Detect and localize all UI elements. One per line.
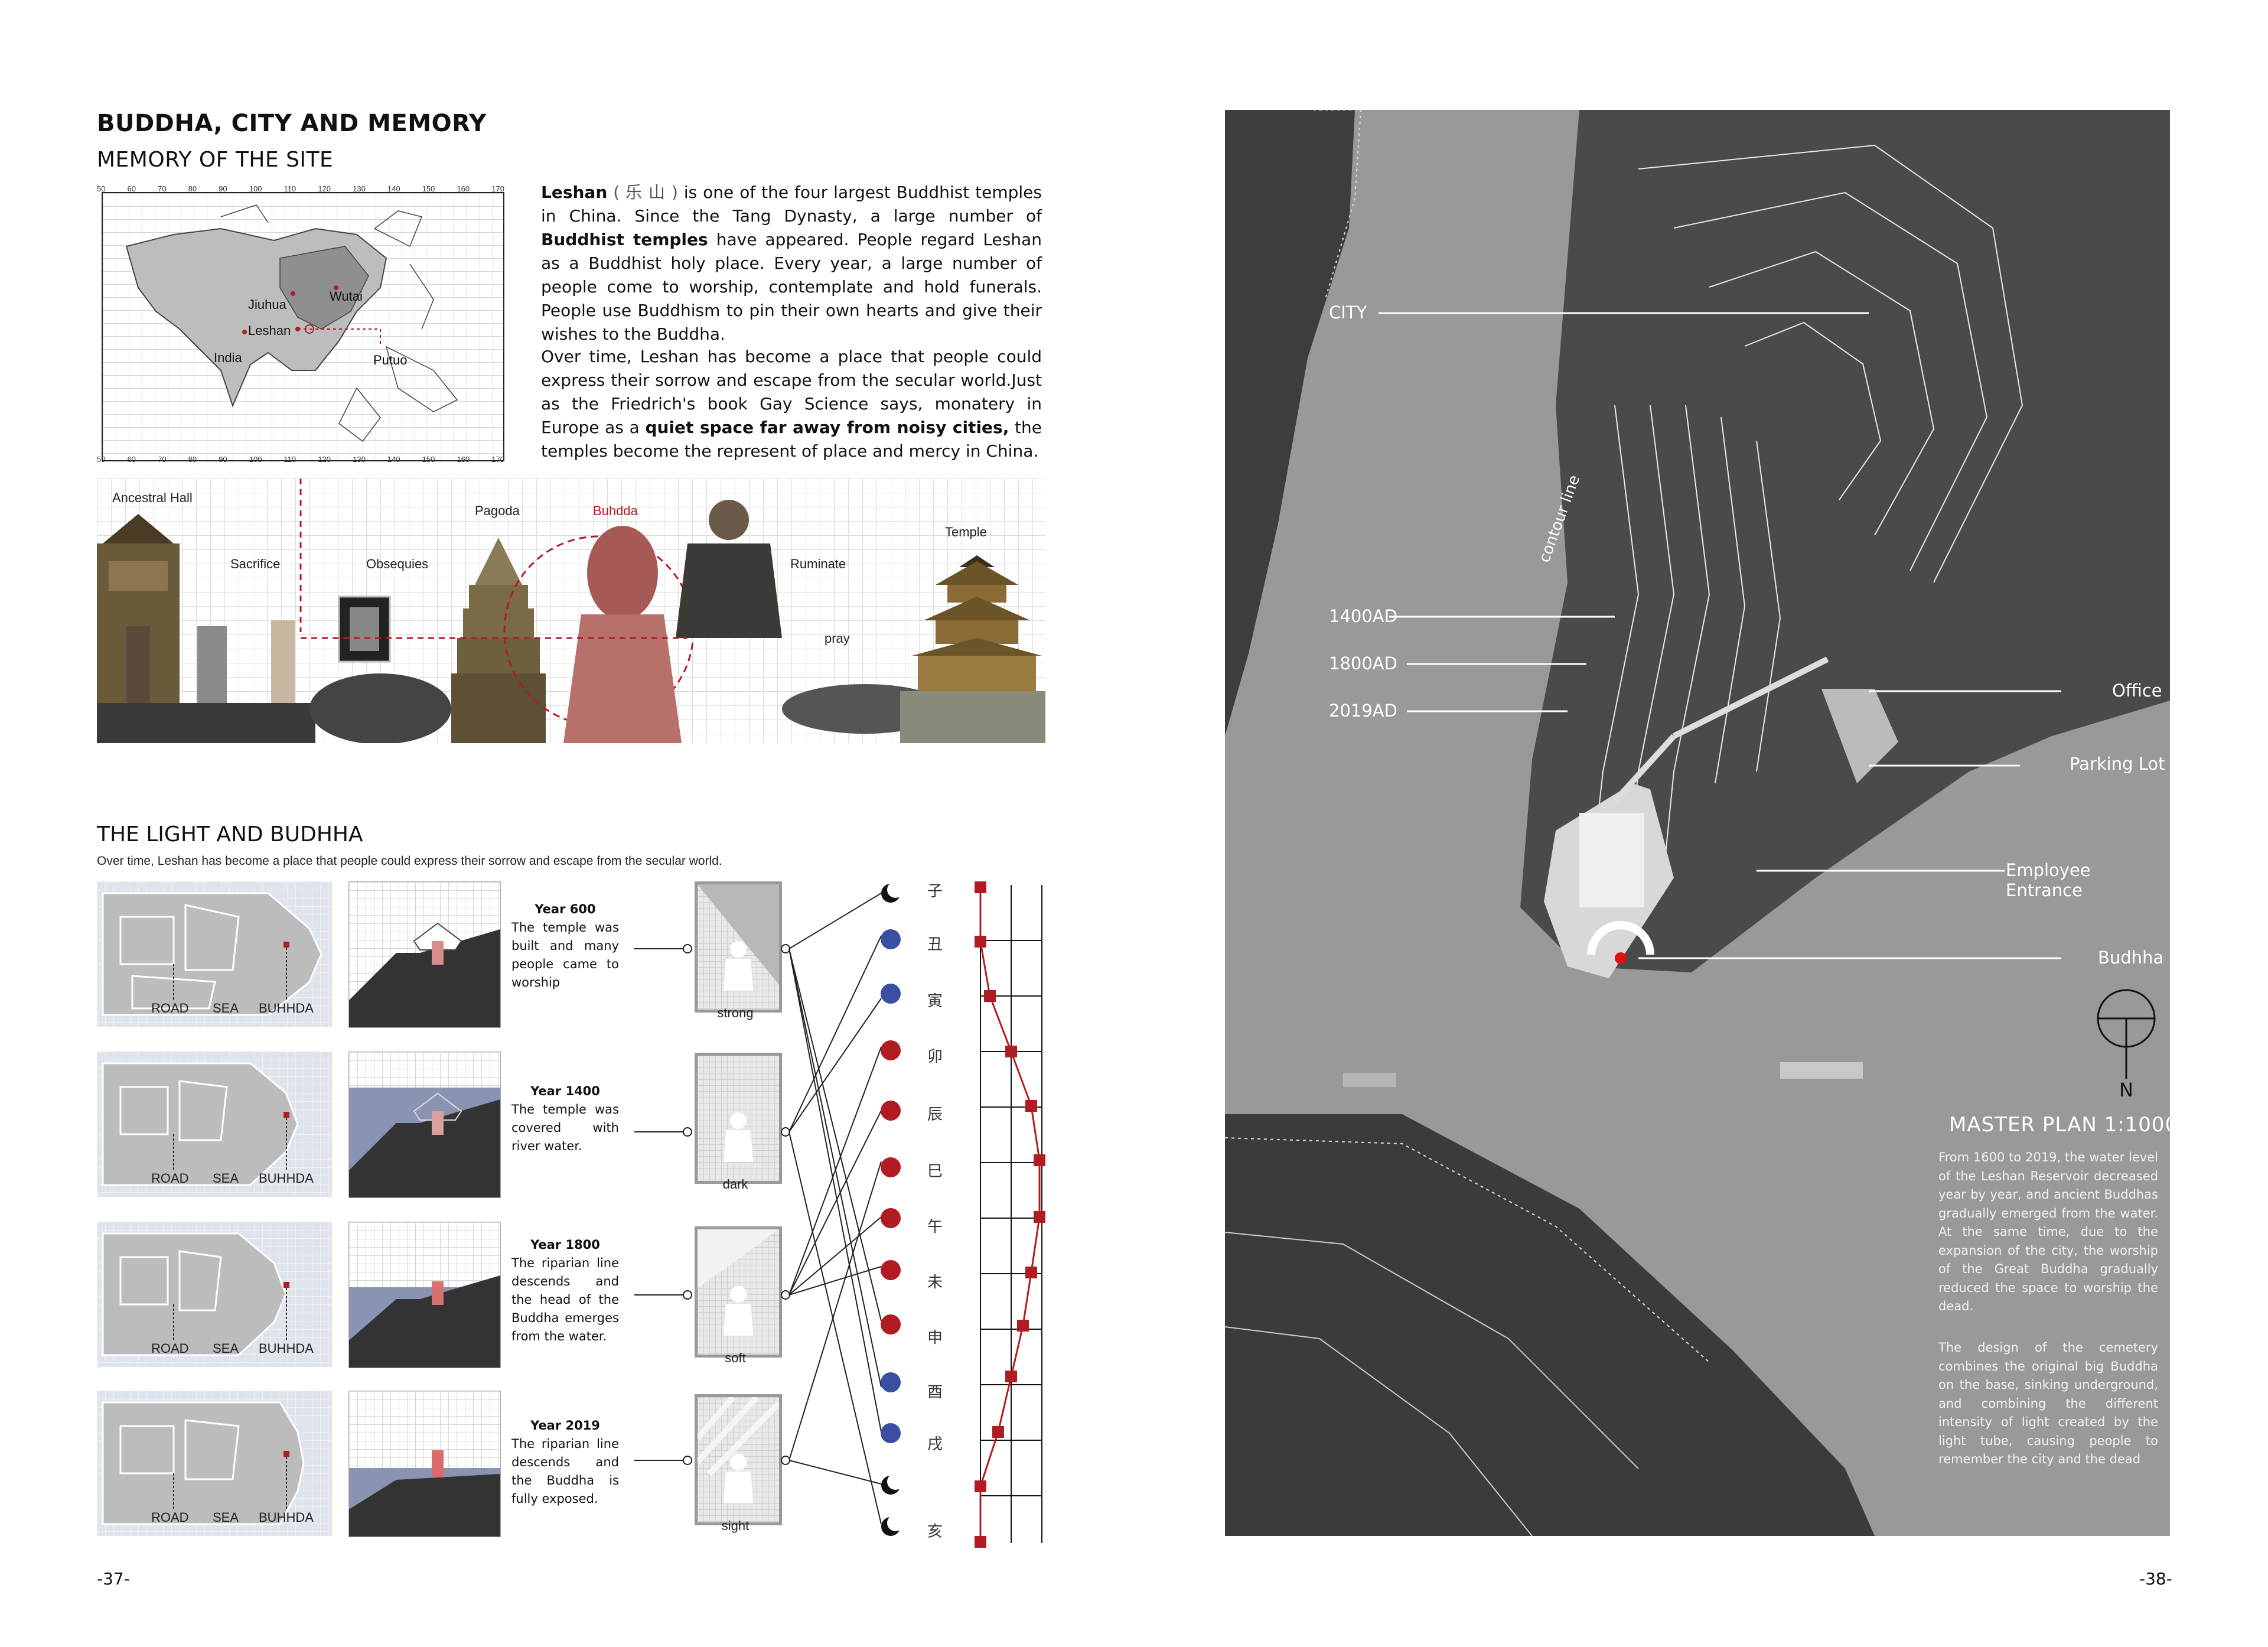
light-box-strong — [695, 881, 782, 1013]
light-section-title: THE LIGHT AND BUDHHA — [97, 822, 363, 847]
map-label-putuo: Putuo — [373, 353, 408, 367]
light-label-dark: dark — [722, 1177, 748, 1192]
asia-map: Jiuhua Wutai Leshan India Putuo — [102, 192, 504, 461]
hour-label-wu: 午 — [927, 1218, 943, 1236]
label-1800ad: 1800AD — [1329, 653, 1397, 673]
light-label-soft: soft — [725, 1350, 746, 1365]
hour-label-si: 巳 — [927, 1163, 943, 1180]
section-diagram-600 — [348, 881, 501, 1028]
label-parking-lot: Parking Lot — [2070, 754, 2165, 774]
master-plan-paragraph-1: From 1600 to 2019, the water level of th… — [1938, 1150, 2158, 1313]
hour-label-you: 酉 — [927, 1384, 943, 1401]
label-employee-entrance: Employee Entrance — [2006, 860, 2091, 900]
island-plan-600: ROAD SEA BUHHDA — [97, 881, 332, 1027]
page-number-left: -37- — [97, 1569, 130, 1589]
plan-label-road: ROAD — [151, 1001, 189, 1015]
hour-label-zi: 子 — [927, 883, 943, 900]
light-section-description: Over time, Leshan has become a place tha… — [97, 854, 722, 868]
plan-label-sea: SEA — [213, 1001, 239, 1015]
section-diagram-1400 — [348, 1052, 501, 1198]
plan-label-road: ROAD — [151, 1341, 189, 1356]
hour-label-chen: 辰 — [927, 1106, 943, 1124]
light-label-sight: sight — [721, 1518, 750, 1533]
map-label-leshan: Leshan — [248, 323, 291, 338]
section-diagram-2019 — [348, 1391, 501, 1537]
light-label-strong: strong — [717, 1005, 754, 1020]
light-box-soft — [695, 1226, 782, 1358]
island-plan-1400: ROAD SEA BUHHDA — [97, 1052, 332, 1197]
plan-label-buhhda: BUHHDA — [259, 1341, 314, 1356]
master-plan-title: MASTER PLAN 1:1000 — [1949, 1113, 2179, 1137]
hour-label-xu: 戌 — [927, 1436, 943, 1453]
collage-label-pray: pray — [825, 631, 850, 646]
plan-label-sea: SEA — [213, 1341, 239, 1356]
collage-label-ruminate: Ruminate — [790, 556, 846, 571]
label-2019ad: 2019AD — [1329, 701, 1397, 721]
plan-label-buhhda: BUHHDA — [259, 1510, 314, 1525]
collage-label-temple: Temple — [945, 525, 987, 539]
hour-label-yin: 寅 — [927, 992, 943, 1010]
hour-label-mao: 卯 — [927, 1048, 943, 1066]
collage-label-obsequies: Obsequies — [366, 556, 429, 571]
hour-label-wei: 未 — [927, 1274, 943, 1291]
label-budhha: Budhha — [2098, 948, 2164, 968]
collage-label-buhdda: Buhdda — [593, 503, 638, 518]
hour-label-hai: 亥 — [927, 1523, 943, 1541]
worship-collage: Ancestral Hall Sacrifice Obsequies Pagod… — [97, 479, 1045, 743]
map-label-wutai: Wutai — [330, 289, 363, 304]
history-paragraph: Over time, Leshan has become a place tha… — [541, 347, 1042, 461]
plan-label-road: ROAD — [151, 1171, 189, 1186]
asia-map-outline — [125, 204, 458, 442]
light-box-dark — [695, 1053, 782, 1184]
light-box-sight — [695, 1394, 782, 1525]
plan-label-sea: SEA — [213, 1510, 239, 1525]
map-label-jiuhua: Jiuhua — [248, 297, 286, 312]
label-office: Office — [2112, 681, 2162, 701]
island-plan-1800: ROAD SEA BUHHDA — [97, 1222, 332, 1367]
aerial-illustration — [1225, 110, 2170, 1536]
label-1400ad: 1400AD — [1329, 606, 1397, 626]
collage-label-pagoda: Pagoda — [475, 503, 520, 518]
page-title: BUDDHA, CITY AND MEMORY — [97, 110, 487, 137]
master-plan-aerial: CITY contour line 1400AD 1800AD 2019AD O… — [1225, 110, 2170, 1536]
plan-label-buhhda: BUHHDA — [259, 1001, 314, 1015]
island-plan-2019: ROAD SEA BUHHDA — [97, 1391, 332, 1536]
label-city: CITY — [1329, 302, 1367, 323]
hour-label-chou: 丑 — [927, 936, 943, 953]
north-arrow-label: N — [2119, 1079, 2133, 1101]
intro-paragraph: Leshan ( 乐 山 ) is one of the four larges… — [541, 183, 1042, 344]
plan-label-buhhda: BUHHDA — [259, 1171, 314, 1186]
map-label-india: India — [214, 350, 242, 365]
collage-illustration — [97, 479, 1045, 743]
master-plan-paragraph-2: The design of the cemetery combines the … — [1938, 1340, 2158, 1466]
collage-label-ancestral-hall: Ancestral Hall — [112, 490, 193, 505]
hour-label-shen: 申 — [927, 1329, 943, 1347]
section-subtitle: MEMORY OF THE SITE — [97, 148, 334, 172]
left-page: BUDDHA, CITY AND MEMORY MEMORY OF THE SI… — [97, 110, 1045, 1589]
page-number-right: -38- — [2139, 1569, 2172, 1589]
plan-label-road: ROAD — [151, 1510, 189, 1525]
section-diagram-1800 — [348, 1222, 501, 1368]
collage-label-sacrifice: Sacrifice — [230, 556, 281, 571]
plan-label-sea: SEA — [213, 1171, 239, 1186]
